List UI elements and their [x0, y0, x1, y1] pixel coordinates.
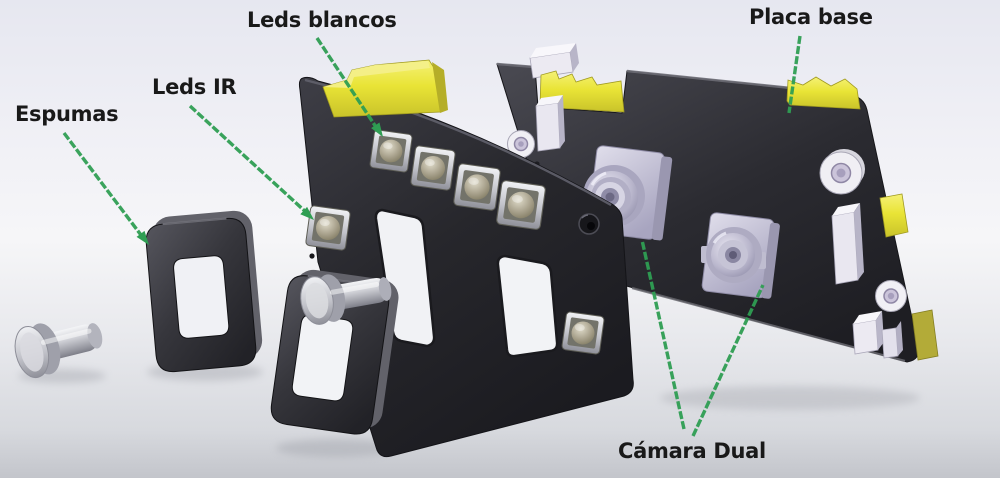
smd-block-1: [535, 95, 565, 152]
leader-camara-dual-left: [640, 239, 686, 430]
via-dot-2: [309, 253, 315, 259]
label-espumas: Espumas: [15, 102, 119, 126]
leader-espumas: [62, 131, 146, 241]
smd-component-top: [529, 43, 579, 79]
standoff-ring-2: [819, 149, 865, 195]
standoff-ring-3: [875, 280, 907, 312]
camera-module-2: [701, 212, 780, 299]
smd-cube-2: [881, 321, 903, 359]
ground-shadows: [18, 363, 920, 457]
label-placa-base: Placa base: [749, 5, 873, 29]
ir-led: [305, 205, 351, 251]
label-leds-blancos: Leds blancos: [247, 8, 397, 32]
arrowhead-leds-ir: [300, 206, 314, 220]
white-led-4: [496, 180, 546, 230]
arrowhead-espumas: [136, 230, 149, 245]
connector-rightedge-yellow: [879, 193, 909, 238]
mounting-hole: [578, 213, 600, 235]
white-led-2: [410, 145, 456, 191]
bottom-led: [561, 311, 605, 355]
label-camara-dual: Cámara Dual: [618, 439, 766, 463]
leader-placa-base: [787, 35, 802, 114]
foam-gasket-1: [145, 210, 263, 373]
annotation-leaders: [62, 35, 802, 437]
connector-topright-yellow: [786, 76, 861, 110]
annotation-arrowheads: [136, 122, 383, 245]
arrowhead-leds-blancos: [371, 122, 383, 137]
leader-leds-ir: [188, 104, 310, 216]
metal-pin-1: [14, 323, 103, 379]
white-led-3: [453, 163, 501, 211]
metal-pin-2: [300, 274, 392, 325]
leader-camara-dual-right: [691, 284, 765, 437]
smd-block-2: [831, 203, 864, 285]
leader-leds-blancos: [315, 37, 380, 131]
connector-front-yellow: [322, 59, 448, 118]
white-led-1: [369, 129, 413, 173]
connector-bottomright-olive: [911, 309, 939, 361]
window-cutout-2: [496, 254, 559, 358]
smd-cube-1: [852, 311, 884, 355]
label-leds-ir: Leds IR: [152, 75, 237, 99]
